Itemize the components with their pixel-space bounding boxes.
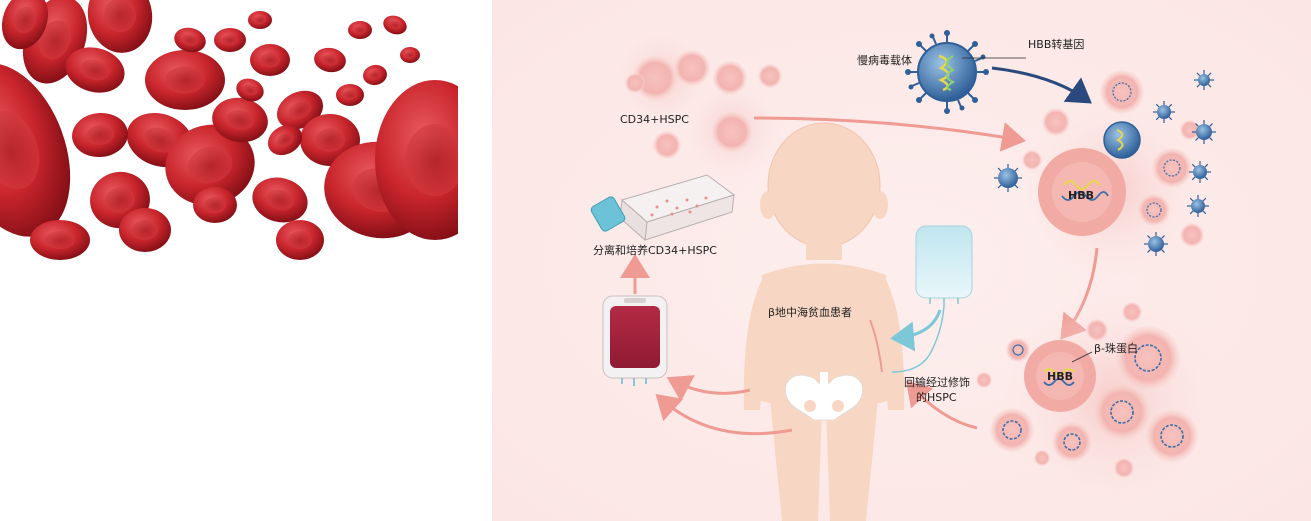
small-lentivirus-icon <box>1189 161 1211 183</box>
hbb-cell-label-bottom: HBB <box>1047 370 1073 383</box>
red-blood-cell-center <box>13 6 37 34</box>
red-blood-cell-center <box>243 84 257 96</box>
red-blood-cell-center <box>389 20 401 30</box>
culture-flask-icon <box>590 174 736 242</box>
red-blood-cell-center <box>103 0 137 33</box>
infusion-arrow <box>890 309 942 352</box>
gene-therapy-diagram: 慢病毒载体 HBB转基因 CD34+HSPC 分离和培养CD34+HSPC β地… <box>492 0 1311 521</box>
small-virus-group <box>994 70 1216 256</box>
infusion-bag-icon <box>891 225 973 373</box>
patient-label: β地中海贫血患者 <box>768 305 852 319</box>
red-blood-cell-center <box>222 34 238 46</box>
small-lentivirus-icon <box>1187 195 1209 217</box>
beta-globin-pointer <box>1071 351 1093 363</box>
red-blood-cell-center <box>143 127 177 153</box>
cd34-to-transduction-arrow <box>753 116 1026 152</box>
small-lentivirus-icon <box>1144 232 1168 256</box>
blood-bag-icon <box>602 295 668 386</box>
modified-cell-cluster <box>976 290 1222 510</box>
red-blood-cell-center <box>182 34 198 46</box>
red-blood-cell-center <box>80 59 110 81</box>
red-blood-cell-center <box>86 125 114 145</box>
small-lentivirus-icon <box>994 164 1022 192</box>
red-blood-cell-center <box>343 90 357 100</box>
red-blood-cell-center <box>315 128 345 152</box>
red-blood-cell-center <box>39 20 71 60</box>
red-blood-cell-center <box>187 146 233 184</box>
red-blood-cell-center <box>405 51 415 59</box>
patient-internal-line <box>869 319 883 373</box>
blood-collection-arrow-1 <box>666 375 751 402</box>
red-blood-cell-center <box>165 66 205 94</box>
reinfusion-arrow <box>905 380 978 430</box>
cd34-cell-cluster <box>614 30 782 180</box>
reinfuse-label-line2: 的HSPC <box>916 390 957 404</box>
transduction-arrow <box>991 66 1092 104</box>
red-blood-cell-center <box>266 189 294 211</box>
small-lentivirus-icon <box>1194 70 1214 90</box>
red-blood-cell-center <box>0 110 40 190</box>
red-blood-cell-center <box>276 132 294 148</box>
small-lentivirus-icon <box>1192 120 1216 144</box>
red-blood-cell-center <box>105 187 135 213</box>
red-blood-cell-center <box>260 52 280 68</box>
beta-globin-label: β-珠蛋白 <box>1094 341 1138 355</box>
red-blood-cell-center <box>132 220 158 240</box>
lentivirus-icon <box>905 30 989 114</box>
pelvis-bone-icon <box>784 372 864 421</box>
red-blood-cell-center <box>405 124 458 196</box>
blood-collection-arrow-2 <box>655 393 793 436</box>
red-blood-cell-center <box>369 70 381 80</box>
red-blood-cell-center <box>322 54 338 66</box>
isolate-culture-label: 分离和培养CD34+HSPC <box>593 243 717 257</box>
red-blood-cell-center <box>288 231 312 249</box>
target-cell-cluster <box>1022 70 1204 280</box>
red-blood-cells-icon <box>0 0 458 261</box>
hbb-transgene-label: HBB转基因 <box>1028 37 1084 51</box>
red-blood-cells-photo <box>0 0 458 261</box>
child-silhouette <box>743 122 905 521</box>
red-blood-cell-center <box>354 25 366 35</box>
lentivirus-docked-icon <box>1103 121 1141 159</box>
red-blood-cell-center <box>226 109 254 131</box>
cd34-hspc-label: CD34+HSPC <box>620 113 689 126</box>
red-blood-cell-center <box>288 101 312 119</box>
red-blood-cell-center <box>254 15 266 25</box>
red-blood-cell-center <box>204 196 226 214</box>
lentiviral-vector-label: 慢病毒载体 <box>857 53 912 67</box>
red-blood-cell-center <box>45 231 75 249</box>
small-lentivirus-icon <box>1153 101 1175 123</box>
hbb-cell-label-top: HBB <box>1068 189 1094 202</box>
reinfuse-label-line1: 回输经过修饰 <box>904 375 970 389</box>
